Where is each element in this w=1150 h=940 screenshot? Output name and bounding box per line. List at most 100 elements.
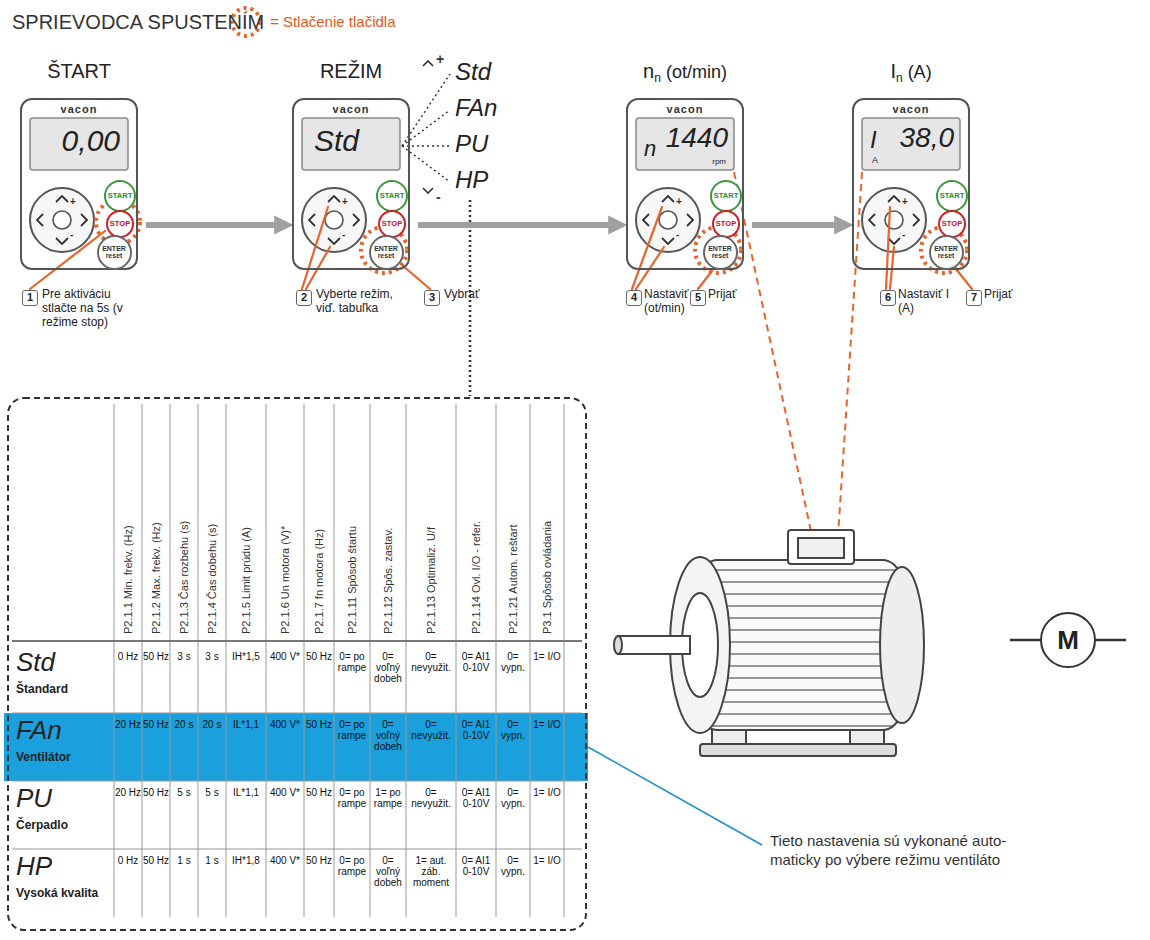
- table-cell: 0= AI1 0-10V: [456, 651, 496, 673]
- table-cell: 3 s: [170, 651, 198, 662]
- selected-row-band: [4, 713, 588, 781]
- display-value: 0,00: [62, 126, 120, 156]
- table-outline: [8, 398, 586, 930]
- stop-button: STOP: [378, 210, 406, 238]
- table-cell: 20 Hz: [114, 787, 142, 798]
- keypad-panel: In(A)vaconIA38,0STARTSTOPENTER reset: [852, 98, 970, 270]
- motor-illustration: [614, 530, 924, 756]
- panel-heading-text: n: [654, 71, 661, 85]
- column-header: P2.1.6 Un motora (V)*: [266, 408, 304, 638]
- mode-code: PU: [16, 785, 52, 811]
- panel-heading-text: (A): [908, 62, 932, 82]
- column-header: P2.1.13 Optimaliz. U/f: [406, 408, 456, 638]
- motor-symbol-letter: M: [1057, 627, 1079, 653]
- table-cell: 1= I/O: [530, 651, 564, 662]
- stop-button: STOP: [106, 210, 134, 238]
- mode-pointer: [402, 74, 470, 396]
- callout-text: Prijať: [984, 288, 1013, 302]
- keypad-sign: +: [70, 197, 76, 207]
- mode-code: PU: [455, 132, 488, 156]
- keypad-panel: ŠTARTvacon0,00STARTSTOPENTER reset: [20, 98, 138, 270]
- display-value: Std: [314, 126, 359, 156]
- table-cell: 0= po rampe: [334, 651, 370, 673]
- note-text: Tieto nastavenia sú vykonané auto- matic…: [770, 832, 1025, 870]
- panel-heading-text: I: [890, 60, 896, 82]
- keypad-panel: nn(ot/min)vaconn1440rpmSTARTSTOPENTER re…: [626, 98, 744, 270]
- column-header: P2.1.1 Min. frekv. (Hz): [114, 408, 142, 638]
- start-button: START: [376, 180, 408, 212]
- table-cell: IL*1,1: [226, 787, 266, 798]
- display-value: 1440: [666, 124, 728, 152]
- table-cell: 50 Hz: [304, 719, 334, 730]
- button-label: STOP: [942, 220, 962, 228]
- table-cell: 0= vypn.: [496, 719, 530, 741]
- column-header: P2.1.2 Max. frekv. (Hz): [142, 408, 170, 638]
- legend-text: = Stlačenie tlačidla: [270, 13, 396, 30]
- enter-button: ENTER reset: [369, 235, 404, 270]
- callout-text: Vybrať: [444, 288, 479, 302]
- table-cell: IH*1,5: [226, 651, 266, 662]
- table-cell: 0= AI1 0-10V: [456, 719, 496, 741]
- button-label: START: [714, 192, 738, 200]
- mode-name: Vysoká kvalita: [16, 887, 110, 900]
- table-cell: 1= aut. záb. moment: [406, 855, 456, 889]
- start-button: START: [936, 180, 968, 212]
- button-label: ENTER reset: [373, 245, 400, 260]
- callout-number: 7: [966, 290, 982, 306]
- callout-number: 2: [296, 290, 312, 306]
- button-label: STOP: [382, 220, 402, 228]
- button-label: START: [940, 192, 964, 200]
- start-button: START: [104, 180, 136, 212]
- flow-arrow: [146, 222, 278, 228]
- display-value: 38,0: [900, 124, 955, 152]
- mode-code: Std: [16, 649, 55, 675]
- title: SPRIEVODCA SPUSTENÍM: [12, 11, 264, 34]
- callout-text: Pre aktiváciu stlačte na 5s (v režime st…: [42, 288, 138, 329]
- callout-number: 5: [690, 290, 706, 306]
- table-cell: 20 Hz: [114, 719, 142, 730]
- motor-symbol: M: [1040, 612, 1096, 668]
- table-cell: 0= voľný dobeh: [370, 855, 406, 889]
- column-header: P2.1.7 fn motora (Hz): [304, 408, 334, 638]
- table-cell: 1= I/O: [530, 719, 564, 730]
- enter-button: ENTER reset: [703, 235, 738, 270]
- callout-text: Nastaviť I (A): [898, 288, 960, 316]
- table-cell: 50 Hz: [142, 651, 170, 662]
- brand-logo: vacon: [854, 103, 968, 116]
- panel-heading-text: (ot/min): [666, 62, 727, 82]
- stop-button: STOP: [938, 210, 966, 238]
- table-cell: 0= vypn.: [496, 787, 530, 809]
- keypad-sign: -: [676, 230, 679, 240]
- keypad-panel: REŽIMvaconStdSTARTSTOPENTER reset: [292, 98, 410, 270]
- table-cell: 0 Hz: [114, 855, 142, 866]
- table-cell: 0= po rampe: [334, 855, 370, 877]
- button-label: ENTER reset: [101, 245, 128, 260]
- table-cell: 0 Hz: [114, 651, 142, 662]
- table-cell: 0= nevyužit.: [406, 787, 456, 809]
- panel-heading-text: n: [643, 60, 654, 82]
- column-header: P2.1.14 Ovl. I/O - refer.: [456, 408, 496, 638]
- table-cell: 20 s: [198, 719, 226, 730]
- button-label: ENTER reset: [707, 245, 734, 260]
- table-grid: [12, 404, 582, 917]
- table-cell: 0= nevyužit.: [406, 719, 456, 741]
- panel-heading-text: REŽIM: [320, 60, 382, 82]
- mode-name: Ventilátor: [16, 751, 110, 764]
- table-cell: 5 s: [198, 787, 226, 798]
- press-symbol: [96, 200, 967, 273]
- table-cell: 400 V*: [266, 787, 304, 798]
- panel-heading: ŠTART: [0, 60, 176, 83]
- table-cell: 1= I/O: [530, 855, 564, 866]
- enter-button: ENTER reset: [929, 235, 964, 270]
- table-cell: 50 Hz: [142, 719, 170, 730]
- callout-number: 4: [626, 290, 642, 306]
- column-header: P2.1.4 Čas dobehu (s): [198, 408, 226, 638]
- table-cell: IL*1,1: [226, 719, 266, 730]
- callout-text: Prijať: [708, 288, 737, 302]
- button-label: STOP: [110, 220, 130, 228]
- column-header: P2.1.3 Čas rozbehu (s): [170, 408, 198, 638]
- keypad-display: [30, 118, 960, 170]
- flow-arrow: [752, 222, 838, 228]
- table-cell: 0= po rampe: [334, 787, 370, 809]
